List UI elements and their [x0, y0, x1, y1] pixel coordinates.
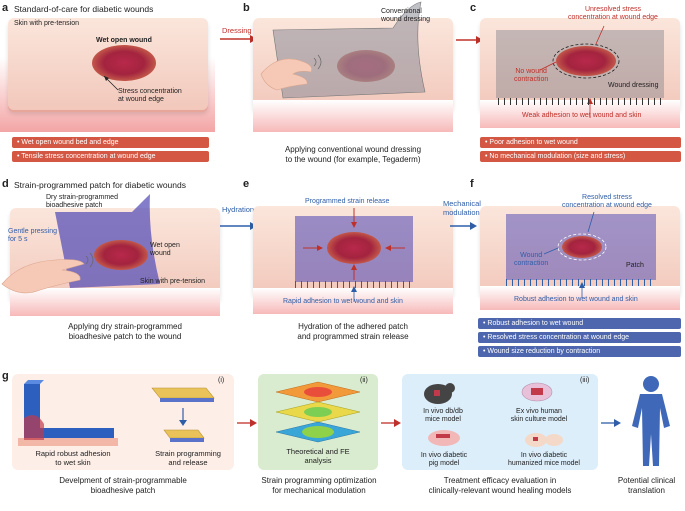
unresolved-stress-label: Unresolved stress concentration at wound… [568, 6, 658, 22]
panel-d-caption: Applying dry strain-programmed bioadhesi… [68, 322, 182, 341]
panel-label-d: d [2, 178, 9, 190]
robust-adhesion-label: Robust adhesion to wet wound and skin [514, 296, 638, 303]
adhesion-ticks [506, 279, 656, 286]
panel-a-bar-1: • Wet open wound bed and edge [12, 137, 209, 148]
panel-g: g (i) Rapid robust adhesion to wet skin … [0, 368, 685, 511]
adhesion-ticks [498, 98, 662, 105]
g-arrow-2 [381, 419, 401, 427]
step1-tag: (i) [218, 377, 225, 384]
panel-label-e: e [243, 178, 250, 190]
step1-caption: Develpment of strain-programmable bioadh… [59, 476, 187, 495]
dressing-arrow-label: Dressing [222, 26, 252, 35]
model-2-label: Ex vivo human skin culture model [510, 408, 568, 424]
wound [556, 46, 616, 76]
strain-programming-icon [151, 387, 215, 442]
panel-a-bar-2: • Tensile stress concentration at wound … [12, 151, 209, 162]
mechanical-modulation-arrow [450, 222, 477, 230]
skin-label: Skin with pre-tension [14, 20, 79, 27]
strain-release-arrows [303, 208, 405, 302]
model-4-label: In vivo diabetic humanized mice model [508, 452, 580, 468]
skin-underlay [253, 288, 453, 314]
g-arrow-1 [237, 419, 257, 427]
no-contraction-label: No wound contraction [514, 68, 549, 84]
wound-contraction-label: Wound contraction [514, 252, 549, 268]
b-to-c-arrow [456, 36, 483, 44]
panel-d-header: Strain-programmed patch for diabetic wou… [14, 180, 186, 190]
panel-label-c: c [470, 2, 477, 14]
panel-c: c Unresolved stress concentration at wou… [470, 0, 685, 170]
wound-dressing-label: Wound dressing [608, 82, 659, 89]
hand-icon [260, 54, 322, 91]
wound [94, 240, 148, 270]
model-1-label: In vivo db/db mice model [423, 408, 463, 424]
mouse-icon [424, 383, 455, 404]
step1-left-label: Rapid robust adhesion to wet skin [35, 449, 111, 467]
panel-f-bar-2: • Resolved stress concentration at wound… [478, 332, 681, 343]
panel-label-b: b [243, 2, 250, 14]
wound [92, 45, 156, 81]
fe-analysis-icon [275, 381, 361, 443]
panel-b: b Conventional wound dressing Applying c… [243, 0, 463, 170]
dressing-label: Conventional wound dressing [381, 8, 431, 24]
resolved-stress-label: Resolved stress concentration at wound e… [562, 194, 652, 210]
panel-f-bar-1: • Robust adhesion to wet wound [478, 318, 681, 329]
hand-icon [1, 252, 94, 294]
step3-caption: Treatment efficacy evaluation in clinica… [428, 476, 572, 495]
skin-underlay [253, 100, 453, 132]
skin-underlay [10, 288, 220, 316]
step3-tag: (iii) [580, 377, 590, 384]
panel-e: e Programmed strain release Rapid adhesi… [243, 176, 463, 356]
panel-c-bar-2: • No mechanical modulation (size and str… [480, 151, 681, 162]
strain-release-label: Programmed strain release [305, 198, 390, 205]
human-icon [632, 376, 670, 466]
model-3-label: In vivo diabetic pig model [420, 452, 468, 468]
panel-c-bar-1: • Poor adhesion to wet wound [480, 137, 681, 148]
step4-caption: Potential clinical translation [617, 476, 676, 495]
adhesion-ticks [295, 281, 413, 288]
panel-a: a Standard-of-care for diabetic wounds S… [0, 0, 215, 170]
panel-label-a: a [2, 2, 9, 14]
stress-arrow [103, 75, 119, 91]
weak-adhesion-label: Weak adhesion to wet wound and skin [522, 112, 642, 119]
wound-label: Wet open wound [150, 242, 180, 258]
step1-right-label: Strain programming and release [155, 449, 221, 467]
panel-e-caption: Hydration of the adhered patch and progr… [297, 322, 409, 341]
panel-f: f Resolved stress concentration at wound… [470, 176, 685, 366]
pig-icon [428, 430, 460, 446]
skin-culture-icon [521, 382, 553, 402]
wound [562, 236, 602, 258]
conventional-dressing [272, 1, 426, 99]
skin-underlay [480, 286, 680, 310]
rapid-adhesion-label: Rapid adhesion to wet wound and skin [283, 298, 403, 305]
wound-label: Wet open wound [96, 37, 152, 44]
panel-a-header: Standard-of-care for diabetic wounds [14, 4, 154, 14]
patch-label: Patch [626, 262, 644, 269]
g-arrow-3 [601, 419, 621, 427]
skin-label: Skin with pre-tension [140, 278, 205, 285]
stress-label: Stress concentration at wound edge [118, 88, 182, 104]
wound [327, 232, 381, 264]
mechanical-modulation-label: Mechanical modulation [443, 199, 481, 217]
humanized-mouse-icon [525, 433, 563, 447]
step2-caption: Strain programming optimization for mech… [261, 476, 377, 495]
panel-d: d Strain-programmed patch for diabetic w… [0, 176, 230, 356]
panel-label-g: g [2, 370, 9, 382]
pressing-label: Gentle pressing for 5 s [8, 228, 58, 244]
step2-tag: (ii) [360, 377, 368, 384]
panel-b-caption: Applying conventional wound dressing to … [284, 145, 422, 164]
hydration-arrow-label: Hydration [222, 205, 255, 214]
patch-label: Dry strain-programmed bioadhesive patch [46, 194, 118, 210]
panel-label-f: f [470, 178, 474, 190]
panel-f-bar-3: • Wound size reduction by contraction [478, 346, 681, 357]
adhesion-test-icon [18, 380, 118, 446]
step2-inner-label: Theoretical and FE analysis [286, 447, 350, 465]
